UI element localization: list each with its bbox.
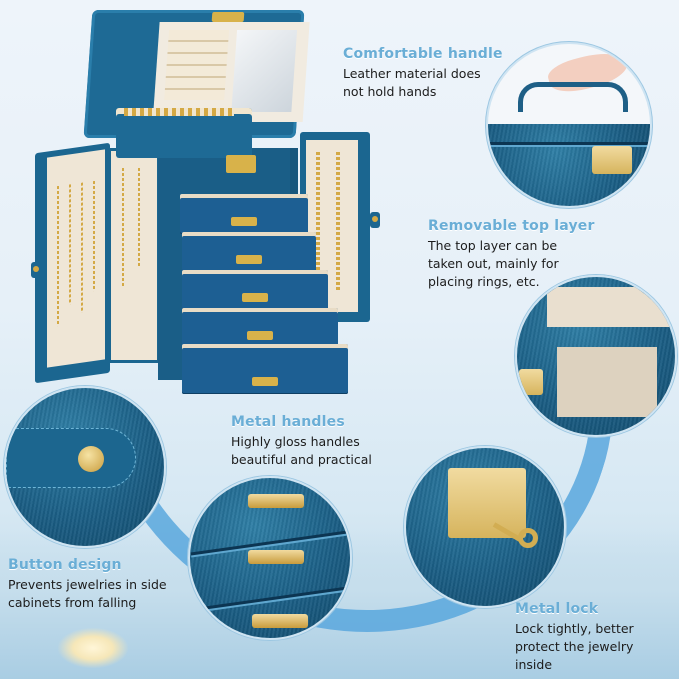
chain-necklace xyxy=(336,152,340,292)
button-detail-circle xyxy=(4,386,166,548)
desc-line: Lock tightly, better xyxy=(515,621,634,636)
desc-line: beautiful and practical xyxy=(231,452,372,467)
gold-drawer-handle xyxy=(248,550,304,564)
chain-necklace xyxy=(316,152,320,282)
callout-description: The top layer can be taken out, mainly f… xyxy=(428,237,595,291)
callout-description: Leather material does not hold hands xyxy=(343,65,503,101)
desc-line: Leather material does xyxy=(343,66,481,81)
desc-line: The top layer can be xyxy=(428,238,558,253)
drawer-handle xyxy=(247,331,273,340)
top-layer-detail-circle xyxy=(515,275,677,437)
callout-title: Metal handles xyxy=(231,414,345,430)
jewelry-box-main-image xyxy=(30,10,380,410)
desc-line: not hold hands xyxy=(343,84,437,99)
drawer-3 xyxy=(182,270,328,310)
box-top-detail xyxy=(488,124,650,206)
desc-line: cabinets from falling xyxy=(8,595,137,610)
lock-detail-circle xyxy=(404,446,566,608)
snap-button-icon xyxy=(78,446,104,472)
gold-drawer-handle xyxy=(248,494,304,508)
lid-lock-plate xyxy=(211,12,245,22)
callout-comfortable-handle: Comfortable handle Leather material does… xyxy=(343,46,503,101)
necklace xyxy=(81,182,83,313)
tray-jewelry xyxy=(124,108,234,116)
callout-title: Metal lock xyxy=(515,601,599,617)
drawer-1 xyxy=(180,194,308,234)
drawer-handle xyxy=(252,377,278,386)
desc-line: taken out, mainly for xyxy=(428,256,559,271)
desc-line: placing rings, etc. xyxy=(428,274,540,289)
lock-plate-icon xyxy=(592,146,632,174)
ring-slots xyxy=(547,287,675,327)
callout-title: Removable top layer xyxy=(428,218,595,234)
desc-line: Prevents jewelries in side xyxy=(8,577,167,592)
drawer-handle xyxy=(242,293,268,302)
gold-drawer-handle xyxy=(252,614,308,628)
callout-metal-handles: Metal handles Highly gloss handles beaut… xyxy=(231,414,372,469)
lid-interior xyxy=(152,22,310,122)
handle-detail-circle xyxy=(486,42,652,208)
callout-description: Lock tightly, better protect the jewelry… xyxy=(515,620,634,674)
carry-handle xyxy=(518,82,628,112)
handles-detail-circle xyxy=(188,476,352,640)
desc-line: protect the jewelry xyxy=(515,639,634,654)
lid-ring-tray xyxy=(164,30,230,100)
tray-compartment xyxy=(557,347,657,417)
removable-top-tray xyxy=(116,108,252,158)
key-icon xyxy=(518,528,538,548)
drawer-seam xyxy=(190,583,350,612)
necklace xyxy=(69,184,71,305)
callout-description: Highly gloss handles beautiful and pract… xyxy=(231,433,372,469)
drawer-handle xyxy=(236,255,262,264)
drawer-handle xyxy=(231,217,257,226)
lid-seam xyxy=(488,142,650,145)
left-door-lining xyxy=(47,149,105,368)
callout-removable-top-layer: Removable top layer The top layer can be… xyxy=(428,218,595,291)
left-side-cabinet xyxy=(108,148,160,363)
callout-metal-lock: Metal lock Lock tightly, better protect … xyxy=(515,601,634,674)
callout-button-design: Button design Prevents jewelries in side… xyxy=(8,557,167,612)
desc-line: Highly gloss handles xyxy=(231,434,360,449)
necklace xyxy=(138,168,140,268)
callout-title: Button design xyxy=(8,557,122,573)
leather-strap xyxy=(6,428,136,488)
tray-lock-plate xyxy=(519,369,543,395)
desc-line: inside xyxy=(515,657,553,672)
callout-title: Comfortable handle xyxy=(343,46,503,62)
necklace xyxy=(93,180,95,292)
lotus-flower-decoration xyxy=(58,628,128,668)
necklace xyxy=(57,185,59,327)
metal-lock-plate xyxy=(448,468,526,538)
left-side-door xyxy=(35,142,110,384)
right-door-snap-button xyxy=(370,212,380,228)
necklace xyxy=(122,168,124,288)
front-lock-plate xyxy=(226,155,256,173)
callout-description: Prevents jewelries in side cabinets from… xyxy=(8,576,167,612)
mirror xyxy=(231,30,298,112)
drawer-2 xyxy=(182,232,316,272)
drawer-4 xyxy=(182,308,338,348)
left-door-snap-button xyxy=(31,262,41,278)
drawer-5 xyxy=(182,344,348,394)
